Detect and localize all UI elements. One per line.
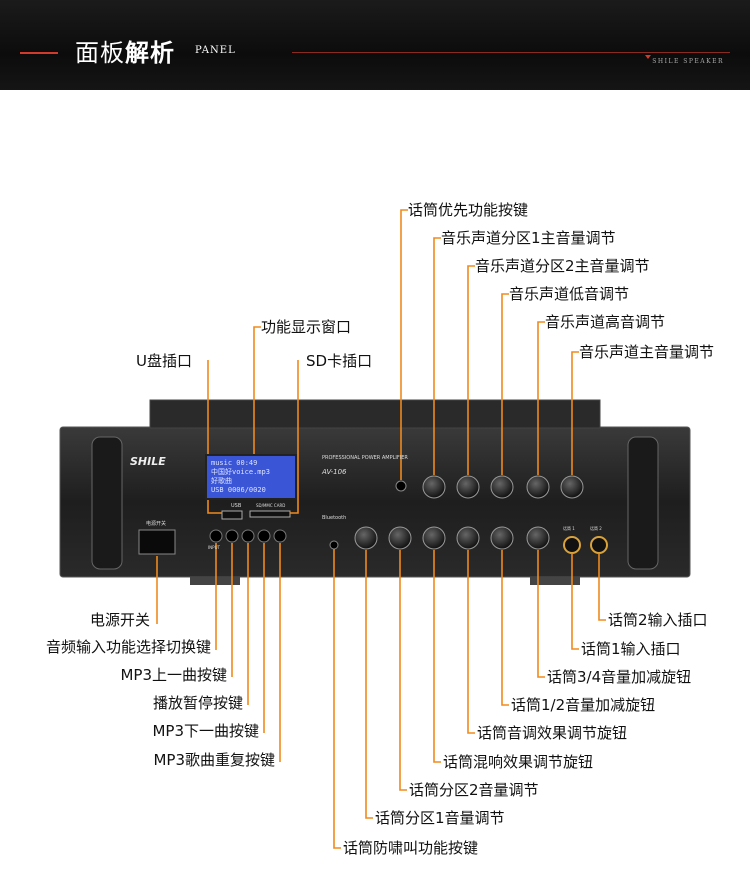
lcd-line: music 00:49 [211, 459, 258, 467]
mic-priority-button [395, 480, 407, 492]
power-switch [138, 529, 176, 555]
mic34-volume-knob [526, 526, 550, 550]
model-line: PROFESSIONAL POWER AMPLIFIER [322, 455, 408, 461]
label-usb: U盘插口 [136, 352, 192, 370]
leader-lines-top [207, 209, 579, 514]
music-master-knob [560, 475, 584, 499]
input-label: INPUT [208, 545, 220, 550]
leader-lines-bottom-left [156, 543, 281, 762]
mic2-jack [590, 536, 608, 554]
left-handle [91, 436, 123, 570]
label-mic-tone: 话筒音调效果调节旋钮 [477, 724, 628, 742]
label-sd: SD卡插口 [306, 352, 373, 370]
mic12-volume-knob [490, 526, 514, 550]
label-input-select: 音频输入功能选择切换键 [45, 638, 211, 656]
foot [530, 577, 580, 585]
page-subtitle: PANEL [195, 45, 236, 56]
model-number: AV-106 [322, 468, 347, 476]
label-bass: 音乐声道低音调节 [509, 285, 630, 303]
label-display: 功能显示窗口 [261, 318, 352, 336]
mic-tone-knob [456, 526, 480, 550]
label-mic-zone2: 话筒分区2音量调节 [409, 781, 539, 799]
power-label: 电源开关 [146, 521, 167, 527]
page-title: 面板解析 [75, 39, 175, 67]
top-panel [149, 399, 601, 429]
lcd-line: 中国好voice.mp3 [211, 468, 270, 476]
label-repeat: MP3歌曲重复按键 [153, 751, 275, 769]
label-power: 电源开关 [89, 611, 150, 629]
header-marker-icon [645, 55, 651, 59]
label-treble: 音乐声道高音调节 [545, 313, 666, 331]
prev-button [225, 529, 239, 543]
label-mic-zone1: 话筒分区1音量调节 [375, 809, 505, 827]
header-banner: 面板解析 PANEL SHILE SPEAKER [0, 0, 750, 90]
zone2-music-knob [456, 475, 480, 499]
usb-label: USB [231, 503, 242, 509]
mic-echo-knob [422, 526, 446, 550]
mic2-label: 话筒 2 [590, 526, 602, 531]
label-mic-echo: 话筒混响效果调节旋钮 [443, 753, 594, 771]
sd-label: SD/MMC CARD [256, 503, 286, 508]
foot [190, 577, 240, 585]
function-display-window: music 00:49 中国好voice.mp3 好歌曲 USB 0006/00… [205, 454, 297, 500]
header-red-line [20, 52, 58, 54]
device-logo: SHILE [130, 455, 166, 468]
label-music-master: 音乐声道主音量调节 [579, 343, 715, 361]
header-divider [292, 52, 730, 53]
mic1-label: 话筒 1 [563, 526, 575, 531]
treble-knob [526, 475, 550, 499]
mic-zone1-knob [354, 526, 378, 550]
sd-slot [249, 510, 291, 518]
lcd-line: USB 0006/0020 [211, 486, 266, 494]
brand-name: SHILE SPEAKER [652, 58, 724, 65]
anti-feedback-button [329, 540, 339, 550]
label-zone1-music: 音乐声道分区1主音量调节 [441, 229, 616, 247]
label-mic12-volume: 话筒1/2音量加减旋钮 [511, 696, 656, 714]
right-handle [627, 436, 659, 570]
usb-port [221, 510, 243, 520]
zone1-music-knob [422, 475, 446, 499]
label-play-pause: 播放暂停按键 [152, 694, 243, 712]
repeat-button [273, 529, 287, 543]
input-select-button [209, 529, 223, 543]
next-button [257, 529, 271, 543]
mic-zone2-knob [388, 526, 412, 550]
leader-lines-bottom-right [333, 549, 606, 849]
label-next: MP3下一曲按键 [152, 722, 259, 740]
label-mic34-volume: 话筒3/4音量加减旋钮 [547, 668, 692, 686]
label-anti-feedback: 话筒防啸叫功能按键 [343, 839, 479, 857]
label-mic2-jack: 话筒2输入插口 [608, 611, 708, 629]
bluetooth-label: Bluetooth [322, 515, 347, 521]
label-prev: MP3上一曲按键 [120, 666, 227, 684]
lcd-line: 好歌曲 [211, 477, 232, 485]
label-mic1-jack: 话筒1输入插口 [581, 640, 681, 658]
label-zone2-music: 音乐声道分区2主音量调节 [475, 257, 650, 275]
play-pause-button [241, 529, 255, 543]
label-mic-priority: 话筒优先功能按键 [408, 201, 529, 219]
mic1-jack [563, 536, 581, 554]
bass-knob [490, 475, 514, 499]
